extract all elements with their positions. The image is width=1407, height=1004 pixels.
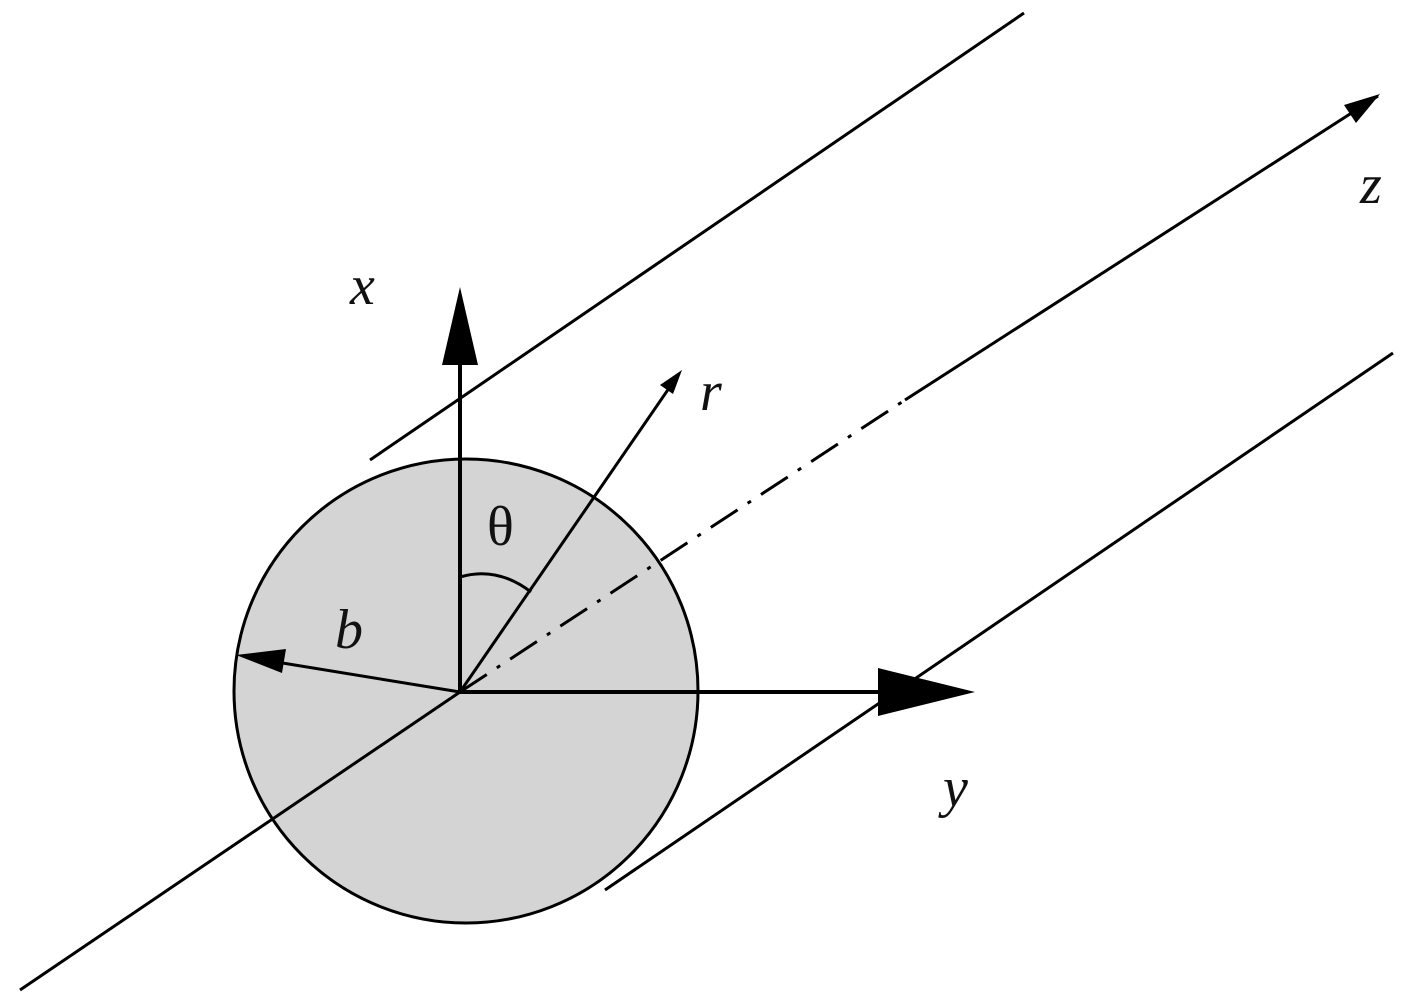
vector-r (458, 377, 678, 693)
axis-y-arrowhead (878, 668, 975, 716)
cylinder-upper-edge (369, 11, 1025, 462)
label-b: b (335, 599, 363, 661)
label-r: r (700, 361, 722, 423)
axis-z-hidden (459, 398, 906, 694)
axis-z-negative (19, 690, 461, 992)
label-theta: θ (487, 496, 514, 558)
label-z: z (1359, 154, 1382, 216)
theta-arc (459, 572, 532, 594)
label-y: y (938, 757, 968, 819)
axis-z (904, 94, 1379, 402)
cylinder-lower-edge (604, 351, 1394, 892)
axis-z-arrowhead (1344, 94, 1380, 123)
axis-x-arrowhead (442, 287, 478, 365)
radius-b-arrowhead (236, 649, 286, 673)
radius-b (257, 657, 461, 694)
vector-r-arrowhead (660, 370, 682, 394)
label-x: x (349, 255, 375, 317)
